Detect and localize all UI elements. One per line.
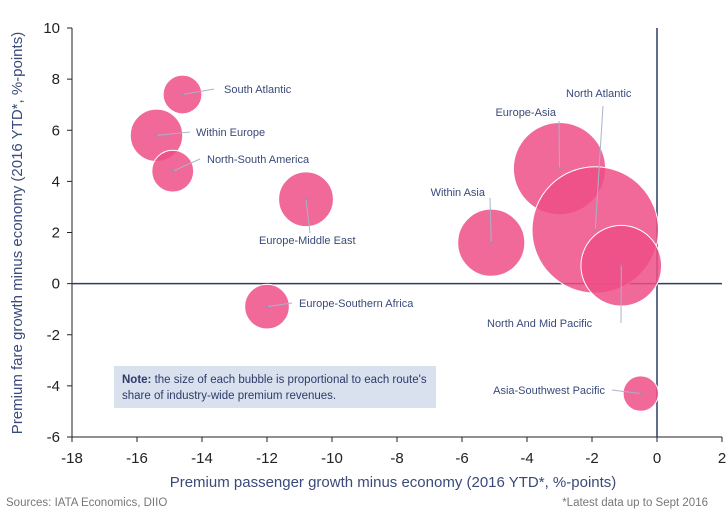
- label-north-and-mid-pacific: North And Mid Pacific: [487, 318, 593, 330]
- leader-north-south-america: [172, 158, 201, 172]
- center-dot-north-and-mid-pacific: [620, 264, 623, 267]
- label-south-atlantic: South Atlantic: [224, 84, 292, 96]
- leader-europe-asia: [558, 120, 560, 169]
- center-dot-within-asia: [490, 241, 493, 244]
- y-tick-label: -6: [47, 429, 60, 446]
- label-europe-middle-east: Europe-Middle East: [259, 235, 356, 247]
- latest-data-note: *Latest data up to Sept 2016: [562, 497, 708, 509]
- x-tick-label: -16: [126, 450, 148, 467]
- x-tick-label: -4: [520, 450, 533, 467]
- leader-asia-southwest-pacific: [611, 389, 641, 395]
- y-tick-label: 2: [52, 225, 60, 242]
- sources-text: Sources: IATA Economics, DIIO: [6, 497, 168, 509]
- leader-within-europe: [156, 131, 191, 136]
- label-asia-southwest-pacific: Asia-Southwest Pacific: [493, 385, 605, 397]
- center-dot-europe-middle-east: [304, 198, 308, 201]
- center-dot-europe-asia: [558, 167, 561, 170]
- center-dot-asia-southwest-pacific: [639, 392, 642, 395]
- label-north-south-america: North-South America: [207, 154, 310, 166]
- x-tick-label: -14: [191, 450, 213, 467]
- center-dot-north-atlantic: [594, 228, 597, 232]
- x-tick-label: -2: [585, 450, 598, 467]
- x-tick-label: 0: [653, 450, 661, 467]
- y-tick-label: 0: [52, 276, 60, 293]
- tick-labels: -6 -4 -2 0 2 4 6 8 10 -18 -16 -14 -12 -10 -8 -6 -4 -2 0 2: [43, 20, 726, 467]
- leader-south-atlantic: [182, 88, 215, 95]
- note-box: Note: the size of each bubble is proport…: [114, 366, 436, 408]
- bubbles: [129, 74, 663, 412]
- note-text: the size of each bubble is proportional …: [122, 374, 427, 402]
- x-tick-label: -18: [61, 450, 83, 467]
- note-bold: Note:: [122, 374, 152, 386]
- y-tick-label: 8: [52, 71, 60, 88]
- center-dot-europe-southern-africa: [265, 305, 269, 308]
- leader-lines: [155, 88, 642, 395]
- label-europe-asia: Europe-Asia: [495, 107, 556, 119]
- y-tick-label: 6: [52, 122, 60, 139]
- x-tick-label: 2: [718, 450, 726, 467]
- label-north-atlantic: North Atlantic: [566, 88, 632, 100]
- y-axis-title: Premium fare growth minus economy (2016 …: [9, 32, 26, 434]
- y-tick-label: 10: [43, 20, 60, 37]
- x-tick-label: -12: [256, 450, 278, 467]
- x-tick-label: -8: [390, 450, 403, 467]
- y-tick-label: -2: [47, 327, 60, 344]
- y-tick-label: 4: [52, 173, 60, 190]
- leader-north-atlantic: [594, 105, 604, 230]
- center-dot-north-south-america: [171, 169, 174, 173]
- x-tick-label: -10: [321, 450, 343, 467]
- center-dot-within-europe: [155, 134, 158, 137]
- leader-europe-southern-africa: [266, 302, 293, 308]
- label-within-europe: Within Europe: [196, 127, 265, 139]
- x-tick-label: -6: [455, 450, 468, 467]
- x-axis-title: Premium passenger growth minus economy (…: [170, 474, 617, 491]
- label-within-asia: Within Asia: [431, 187, 486, 199]
- y-tick-label: -4: [47, 378, 60, 395]
- leader-within-asia: [489, 197, 492, 243]
- center-dot-south-atlantic: [181, 93, 184, 96]
- label-europe-southern-africa: Europe-Southern Africa: [299, 298, 414, 310]
- axes: [67, 27, 723, 442]
- leader-europe-middle-east: [305, 199, 311, 234]
